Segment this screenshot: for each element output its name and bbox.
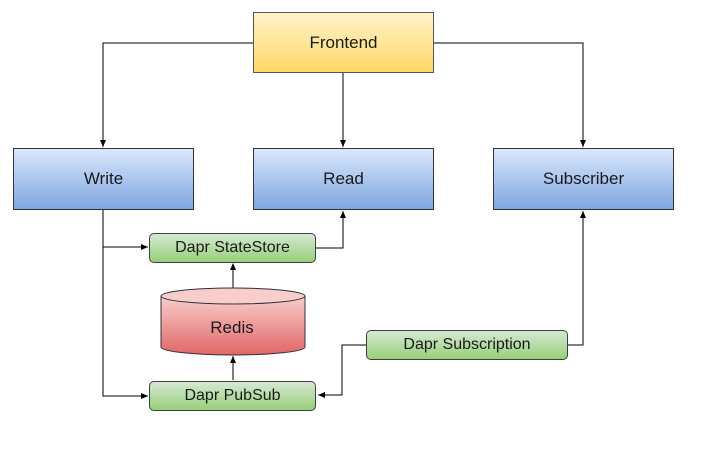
dapr-subscription-node: Dapr Subscription	[366, 330, 568, 360]
edge-write-statestore	[102, 210, 148, 250]
edge-write-pubsub	[102, 247, 148, 399]
read-node: Read	[253, 148, 434, 210]
frontend-node: Frontend	[253, 12, 434, 73]
edge-subscription-subscriber	[568, 211, 586, 346]
redis-label: Redis	[210, 318, 254, 337]
edge-statestore-read	[316, 211, 346, 249]
edge-frontend-subscriber	[434, 42, 586, 147]
edge-frontend-write	[100, 42, 253, 147]
write-node: Write	[13, 148, 194, 210]
subscriber-node: Subscriber	[493, 148, 674, 210]
redis-cylinder	[160, 287, 306, 356]
edge-subscription-pubsub	[318, 344, 366, 398]
dapr-pubsub-node: Dapr PubSub	[149, 381, 316, 411]
dapr-statestore-node: Dapr StateStore	[149, 233, 316, 263]
